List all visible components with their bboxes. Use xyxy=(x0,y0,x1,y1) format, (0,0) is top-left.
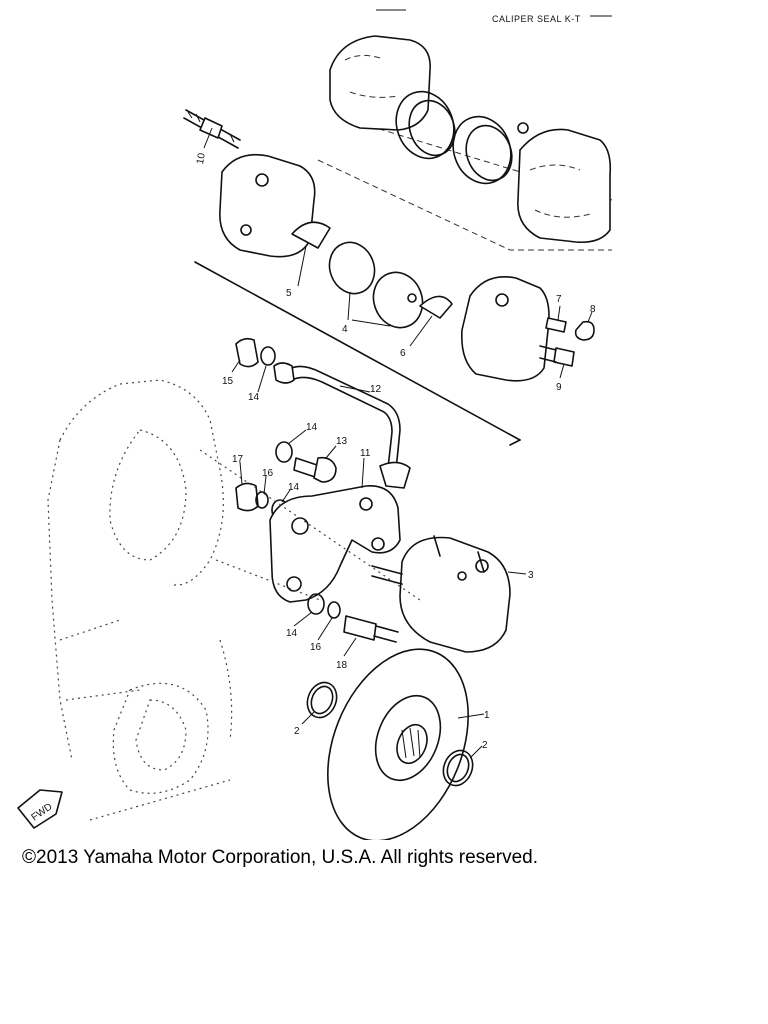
callout-6: 6 xyxy=(400,348,406,359)
bracket-hardware-group xyxy=(235,337,511,653)
callout-14c: 14 xyxy=(288,482,300,493)
seal-kit-group xyxy=(317,35,613,251)
callout-9: 9 xyxy=(556,382,562,393)
callout-4: 4 xyxy=(342,324,348,335)
callout-12: 12 xyxy=(370,384,382,395)
kit-label: CALIPER SEAL K-T xyxy=(492,14,581,24)
forward-arrow-icon: FWD xyxy=(17,789,63,829)
callout-1: 1 xyxy=(484,710,490,721)
callout-14d: 14 xyxy=(286,628,298,639)
exploded-parts-diagram: CALIPER SEAL K-T xyxy=(17,9,613,840)
callout-15: 15 xyxy=(222,376,234,387)
callout-11: 11 xyxy=(360,448,371,459)
stud-bolt-10 xyxy=(183,109,241,149)
hub-housing-group xyxy=(47,379,421,821)
callout-17: 17 xyxy=(232,454,244,465)
callout-10: 10 xyxy=(195,152,208,165)
caliper-exploded-group xyxy=(183,109,595,446)
callout-2a: 2 xyxy=(294,726,300,737)
callout-leaders xyxy=(203,127,593,759)
callout-5: 5 xyxy=(286,288,292,299)
callout-14a: 14 xyxy=(248,392,260,403)
callout-16a: 16 xyxy=(262,468,274,479)
callout-8: 8 xyxy=(590,304,596,315)
callout-labels: 10 5 4 6 7 8 9 15 14 12 14 13 11 17 16 1… xyxy=(195,152,596,751)
disc-group xyxy=(306,648,474,840)
callout-3: 3 xyxy=(528,570,534,581)
callout-7: 7 xyxy=(556,294,562,305)
callout-14b: 14 xyxy=(306,422,318,433)
callout-13: 13 xyxy=(336,436,348,447)
callout-16b: 16 xyxy=(310,642,322,653)
copyright-notice: ©2013 Yamaha Motor Corporation, U.S.A. A… xyxy=(22,847,538,868)
callout-2b: 2 xyxy=(482,740,488,751)
callout-18: 18 xyxy=(336,660,348,671)
